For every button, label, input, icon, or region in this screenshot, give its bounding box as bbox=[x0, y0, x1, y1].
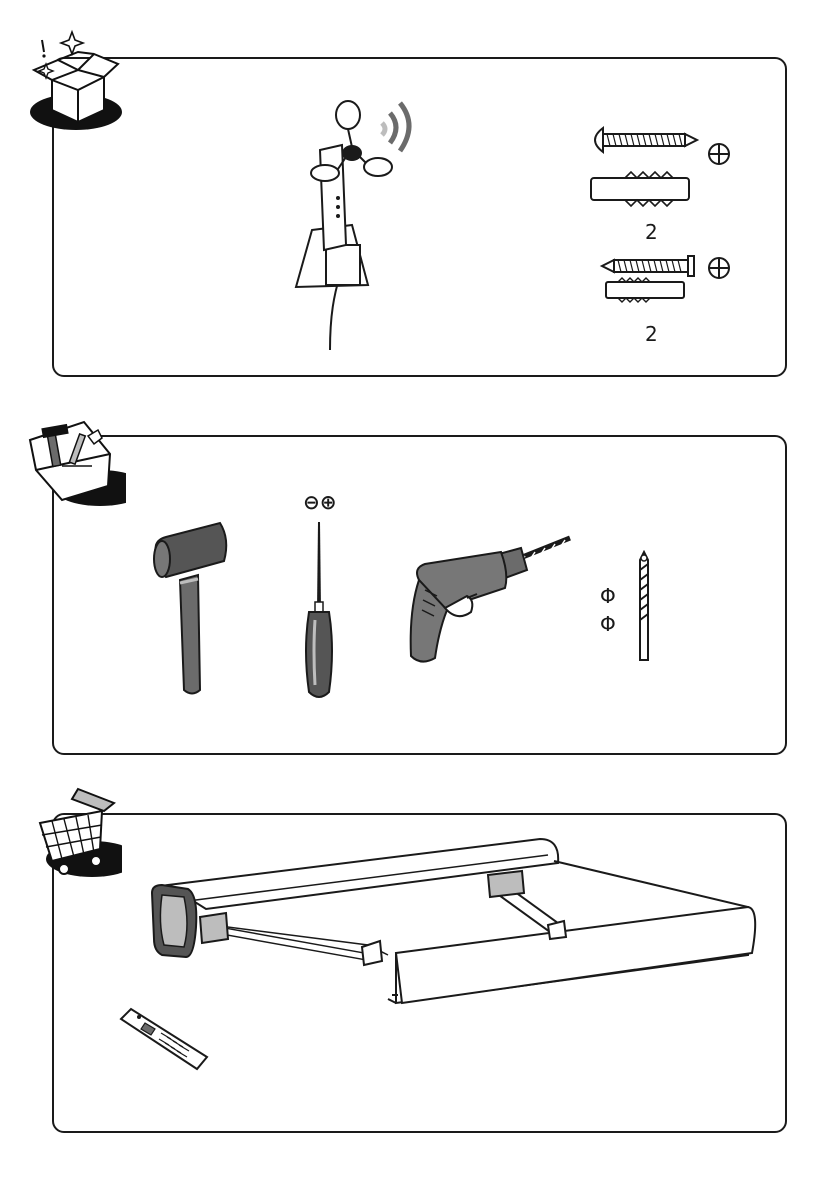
mallet-tool bbox=[150, 515, 240, 700]
screw-set-1-quantity: 2 bbox=[645, 220, 658, 244]
drill-bit-size-2: Φ bbox=[600, 612, 616, 636]
open-box-icon bbox=[22, 22, 122, 134]
screw-and-wall-plug-set-2 bbox=[598, 252, 738, 304]
screwdriver-tool bbox=[295, 520, 345, 702]
screwdriver-head-types: ⊖⊕ bbox=[303, 490, 337, 514]
drill-bit-tool bbox=[632, 550, 656, 666]
toolbox-icon bbox=[22, 410, 126, 510]
shopping-cart-icon bbox=[22, 785, 122, 885]
drill-bit-size-1: Φ bbox=[600, 584, 616, 608]
remote-control-illustration bbox=[115, 1005, 215, 1075]
power-drill-tool bbox=[405, 530, 580, 670]
wind-sensor-illustration bbox=[290, 95, 430, 355]
awning-illustration bbox=[148, 835, 760, 1015]
screw-and-wall-plug-set-1 bbox=[585, 120, 735, 210]
screw-set-2-quantity: 2 bbox=[645, 322, 658, 346]
